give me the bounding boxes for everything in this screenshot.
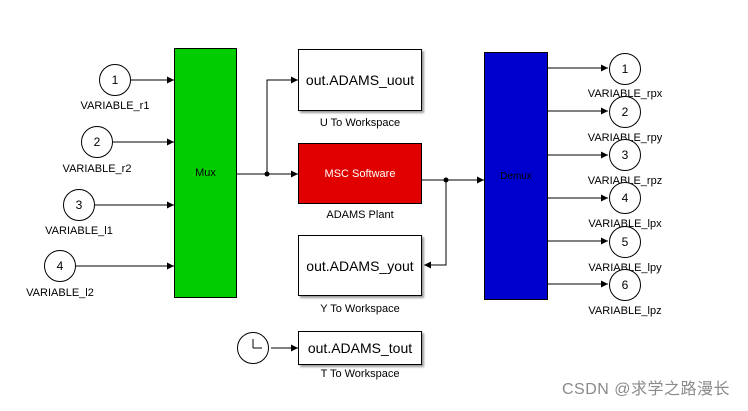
outport-4[interactable]: 4 xyxy=(609,182,641,214)
y-workspace-variable: out.ADAMS_yout xyxy=(306,257,414,274)
u-workspace-label: U To Workspace xyxy=(319,117,401,129)
outport-number: 3 xyxy=(621,148,629,162)
t-workspace-variable: out.ADAMS_tout xyxy=(307,340,413,356)
outport-number: 4 xyxy=(621,191,629,205)
clock-block[interactable] xyxy=(237,332,269,364)
inport-1[interactable]: 1 xyxy=(99,64,131,96)
inport-label: VARIABLE_r1 xyxy=(80,100,150,112)
inport-number: 4 xyxy=(56,259,64,273)
u-to-workspace-block[interactable]: out.ADAMS_uout xyxy=(298,49,422,111)
outport-1[interactable]: 1 xyxy=(609,53,641,85)
mux-block[interactable]: Mux xyxy=(174,48,237,298)
outport-number: 5 xyxy=(621,235,629,249)
outport-label: VARIABLE_lpy xyxy=(588,262,662,274)
outport-label: VARIABLE_rpz xyxy=(587,175,663,187)
t-to-workspace-block[interactable]: out.ADAMS_tout xyxy=(298,331,422,365)
signal-line-to-uws xyxy=(266,76,298,174)
inport-3[interactable]: 3 xyxy=(63,189,95,221)
outport-number: 1 xyxy=(621,62,629,76)
mux-label: Mux xyxy=(195,167,216,179)
inport-number: 1 xyxy=(111,73,119,87)
inport-number: 2 xyxy=(93,135,101,149)
outport-number: 2 xyxy=(621,105,629,119)
outport-number: 6 xyxy=(621,278,629,292)
outport-3[interactable]: 3 xyxy=(609,139,641,171)
adams-plant-label: ADAMS Plant xyxy=(326,209,394,221)
clock-icon xyxy=(252,339,262,349)
outport-label: VARIABLE_rpy xyxy=(587,132,663,144)
inport-4[interactable]: 4 xyxy=(44,250,76,282)
y-workspace-label: Y To Workspace xyxy=(320,303,400,315)
t-workspace-label: T To Workspace xyxy=(320,368,400,380)
adams-plant-block[interactable]: MSC Software xyxy=(298,143,422,204)
inport-label: VARIABLE_l1 xyxy=(45,225,113,237)
outport-label: VARIABLE_lpz xyxy=(588,305,662,317)
outport-2[interactable]: 2 xyxy=(609,96,641,128)
inport-label: VARIABLE_r2 xyxy=(62,163,132,175)
adams-plant-text: MSC Software xyxy=(324,167,396,180)
outport-label: VARIABLE_rpx xyxy=(587,88,663,100)
watermark-text: CSDN @求学之路漫长 xyxy=(561,381,730,398)
demux-block[interactable]: Demux xyxy=(484,52,548,300)
signal-line-to-yws xyxy=(424,180,447,269)
outport-5[interactable]: 5 xyxy=(609,226,641,258)
outport-6[interactable]: 6 xyxy=(609,269,641,301)
u-workspace-variable: out.ADAMS_uout xyxy=(305,72,415,88)
outport-label: VARIABLE_lpx xyxy=(588,218,662,230)
demux-label: Demux xyxy=(500,170,532,182)
inport-label: VARIABLE_l2 xyxy=(26,287,94,299)
y-to-workspace-block[interactable]: out.ADAMS_yout xyxy=(298,235,422,296)
inport-number: 3 xyxy=(75,198,83,212)
inport-2[interactable]: 2 xyxy=(81,126,113,158)
